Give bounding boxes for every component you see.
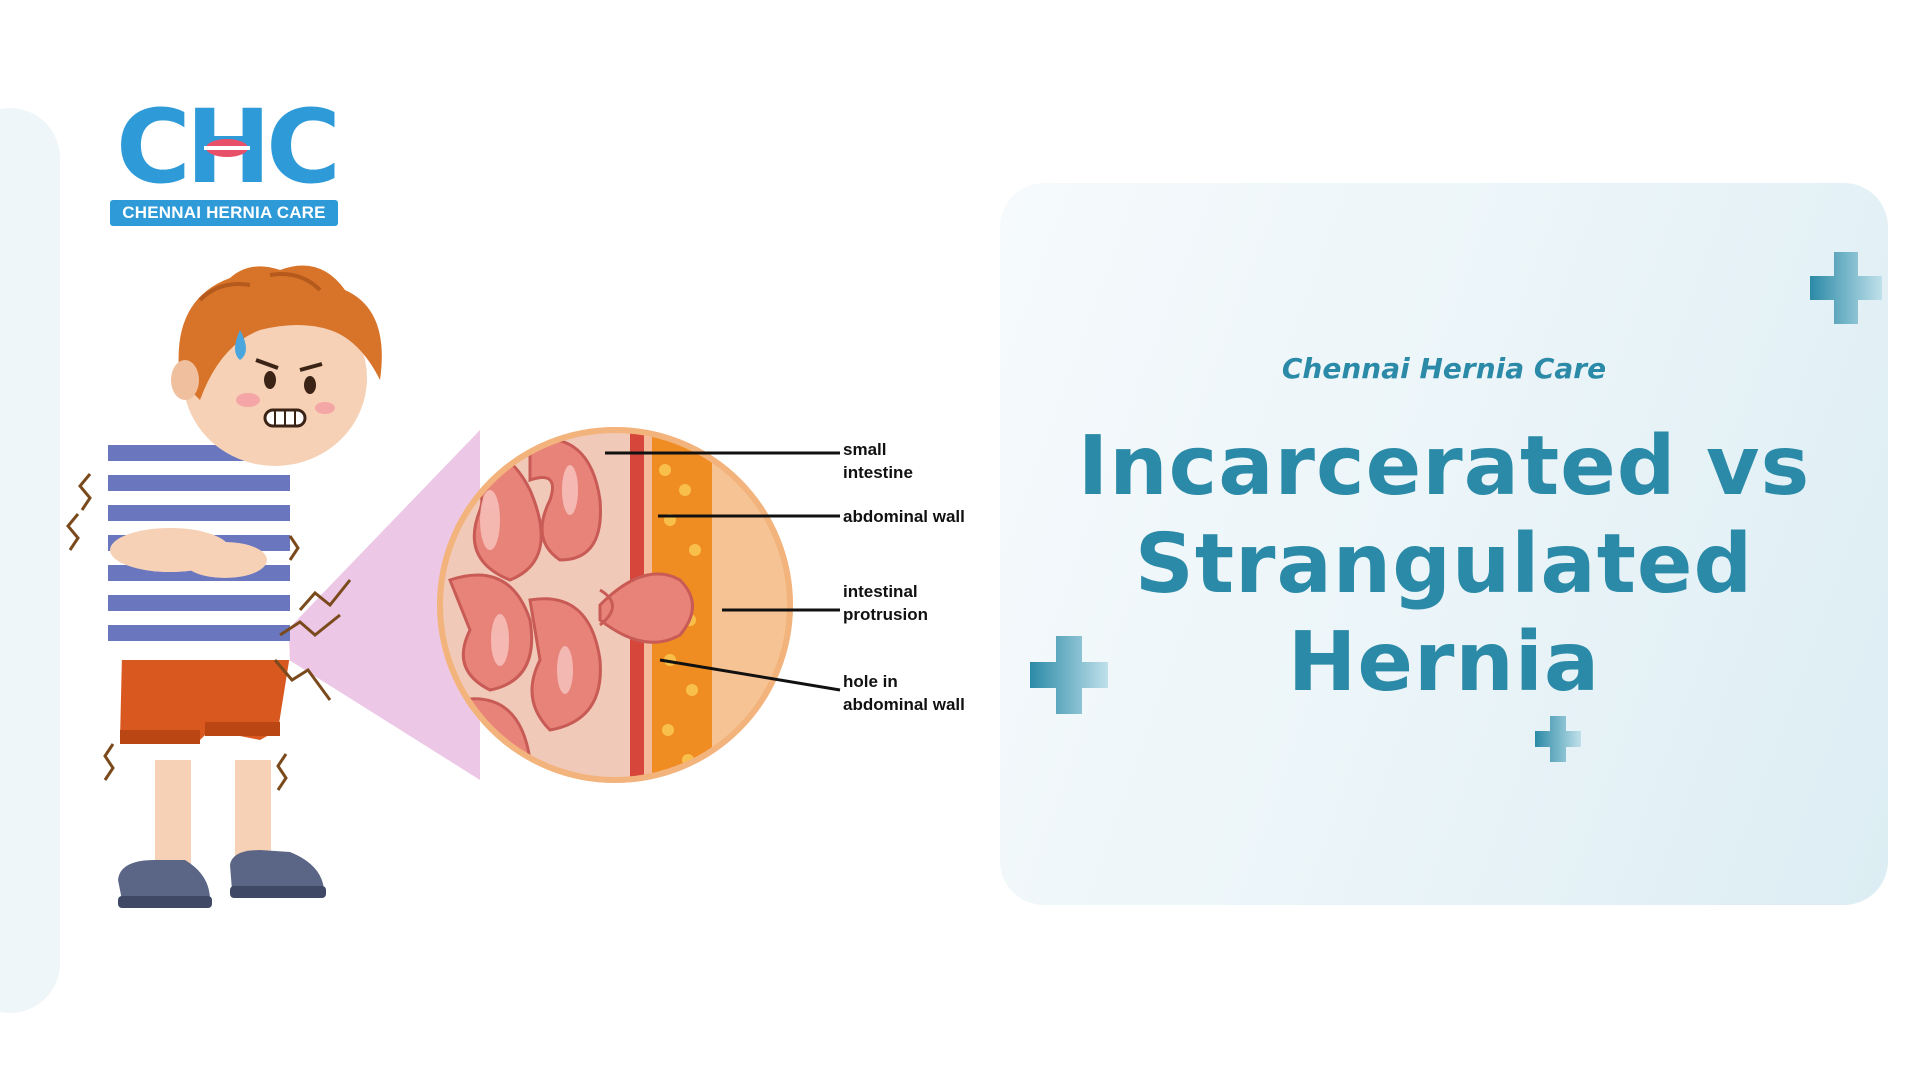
page-title: Incarcerated vs Strangulated Hernia bbox=[1000, 418, 1888, 712]
hernia-illustration: small intestine abdominal wall intestina… bbox=[60, 260, 1010, 950]
label-protrusion: protrusion bbox=[843, 605, 928, 624]
label-intestinal: intestinal bbox=[843, 582, 918, 601]
plus-cross-icon-large bbox=[1810, 252, 1882, 324]
label-hole-in-abdominal-wall: hole in abdominal wall bbox=[843, 670, 965, 716]
panel-subtitle: Chennai Hernia Care bbox=[1281, 352, 1607, 385]
label-small: small bbox=[843, 440, 887, 459]
label-intestinal-protrusion: intestinal protrusion bbox=[843, 580, 928, 626]
label-abdominal-wall-2: abdominal wall bbox=[843, 695, 965, 714]
label-small-intestine: small intestine bbox=[843, 438, 913, 484]
title-line-2: Strangulated Hernia bbox=[1134, 517, 1754, 710]
chc-logo: CHC CHENNAI HERNIA CARE bbox=[110, 97, 342, 228]
label-hole-in: hole in bbox=[843, 672, 898, 691]
boy-with-hernia-icon bbox=[66, 265, 841, 950]
logo-pill-icon bbox=[204, 139, 250, 157]
plus-cross-icon-small bbox=[1535, 716, 1581, 762]
logo-subtitle: CHENNAI HERNIA CARE bbox=[110, 200, 338, 226]
title-line-1: Incarcerated vs bbox=[1077, 419, 1811, 514]
plus-cross-icon-medium bbox=[1030, 636, 1108, 714]
title-panel bbox=[1000, 183, 1888, 905]
left-decorative-strip bbox=[0, 108, 60, 1013]
label-intestine: intestine bbox=[843, 463, 913, 482]
label-abdominal-wall: abdominal wall bbox=[843, 507, 965, 526]
panel-text: Chennai Hernia Care Incarcerated vs Stra… bbox=[1000, 0, 1888, 1080]
